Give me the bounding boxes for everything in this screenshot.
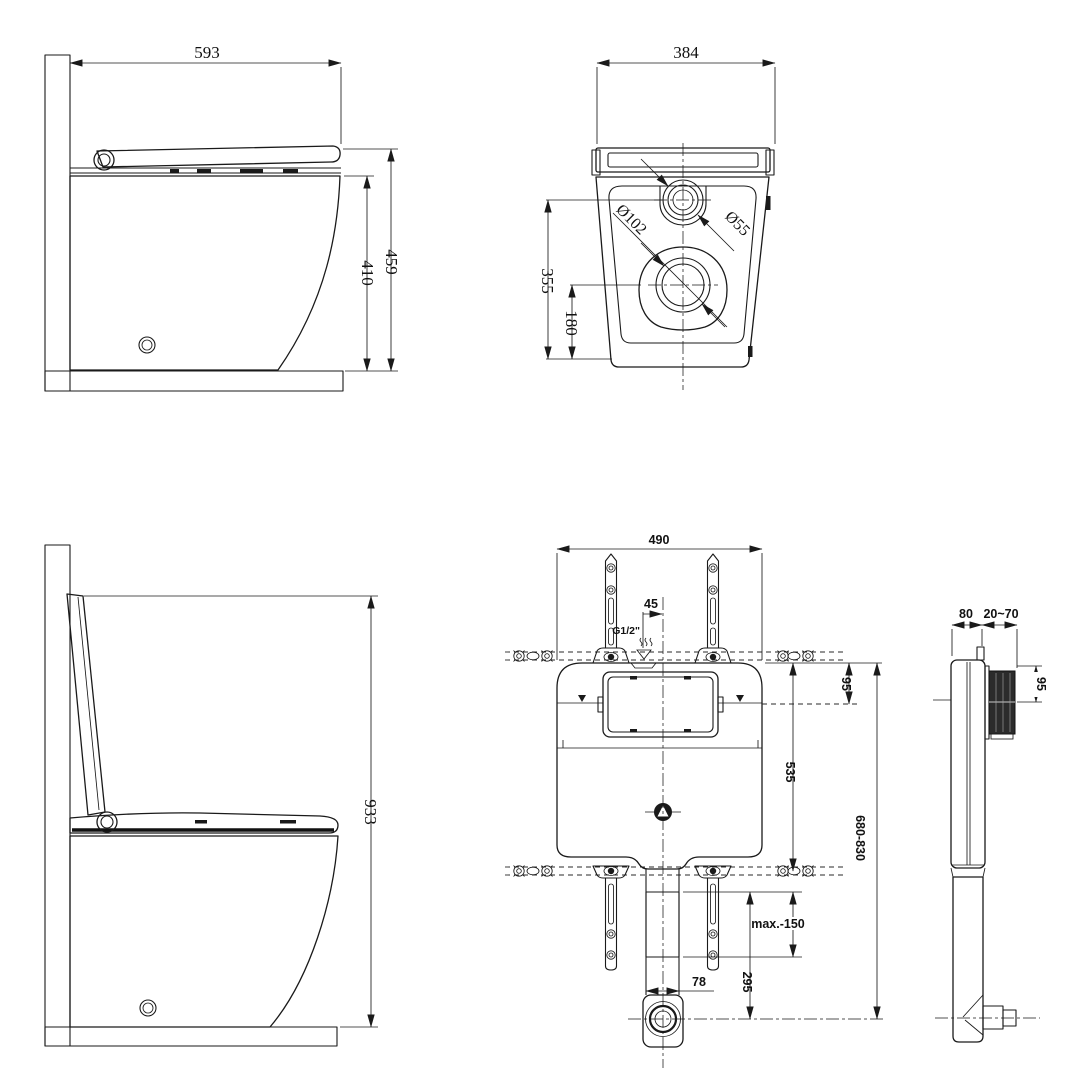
access-panel-inner — [607, 676, 714, 733]
panel-clip — [684, 676, 691, 680]
drain-plug-inner — [141, 339, 153, 351]
dim-355: 355 — [538, 268, 557, 294]
dim-384: 384 — [673, 43, 699, 62]
anchor-band-bottom — [505, 866, 845, 876]
panel-clip — [630, 676, 637, 680]
hinge-inner — [97, 153, 111, 167]
dim-95: 95 — [839, 677, 853, 691]
seat-detail — [283, 169, 298, 173]
dim-180: 180 — [562, 310, 581, 336]
tank-profile — [950, 659, 986, 869]
hinge — [96, 811, 118, 833]
view-side-open: 933 — [44, 544, 380, 1047]
seat-detail — [240, 169, 263, 173]
hinge-inner — [100, 815, 114, 829]
panel-clip — [630, 729, 637, 733]
hinge — [93, 149, 115, 171]
trapway-outline — [638, 246, 728, 331]
dia-arrow-102b — [701, 303, 726, 328]
taper-lines — [950, 867, 986, 878]
dim-535: 535 — [783, 762, 797, 783]
wall-hatch — [44, 54, 71, 392]
inlet-boss — [659, 186, 707, 226]
flush-pipe-cut-zone — [645, 891, 680, 958]
drain-plug — [138, 336, 156, 354]
inner-step — [557, 740, 762, 749]
dia-arrow-102a — [640, 242, 665, 267]
floor-hatch — [44, 1026, 338, 1047]
outlet-stub — [982, 1005, 1004, 1030]
shaft-foot — [990, 733, 1014, 740]
dim-295: 295 — [740, 972, 754, 993]
dim-d102: Ø102 — [613, 201, 650, 238]
inlet-recess — [630, 662, 657, 669]
label-bg — [776, 917, 830, 930]
lid-inner-line — [77, 596, 100, 811]
lid-closed — [96, 145, 341, 168]
seat — [69, 812, 339, 834]
body-clip — [766, 196, 771, 210]
dia-arrow-55a — [640, 158, 669, 187]
mounting-strap-bottom-right — [694, 865, 732, 971]
dim-20-70: 20~70 — [983, 607, 1018, 621]
mounting-strap-top-right — [694, 553, 732, 664]
rear-inner-panel — [608, 185, 757, 344]
mounting-strap-top-left — [592, 553, 630, 664]
dim-g12: G1/2" — [612, 625, 640, 637]
body-clip — [748, 346, 753, 357]
seat-detail — [195, 820, 207, 824]
anchor-band-top — [505, 651, 845, 661]
mounting-strap-bottom-left — [592, 865, 630, 971]
toilet-body — [69, 175, 341, 371]
dim-max150: max.-150 — [751, 917, 805, 931]
view-rear: Ø102 Ø55 384 355 180 — [538, 43, 776, 390]
inlet-stub — [976, 646, 985, 661]
toilet-body — [69, 835, 339, 1028]
dim-78: 78 — [692, 975, 706, 989]
dia-arrow-55b — [697, 214, 735, 252]
dim-593: 593 — [194, 43, 220, 62]
wall-anchors — [513, 650, 814, 877]
rear-body — [595, 176, 770, 368]
panel-tab-left — [597, 696, 604, 713]
dim-45: 45 — [644, 597, 658, 611]
dim-410: 410 — [358, 260, 377, 286]
seat-detail — [280, 820, 296, 824]
dim-490: 490 — [649, 533, 670, 547]
cistern-body — [556, 662, 763, 870]
dim-933: 933 — [361, 799, 380, 825]
wall-hatch — [44, 544, 71, 1047]
drain-plug — [139, 999, 157, 1017]
access-panel — [602, 671, 719, 738]
view-cistern-front: 490 45 G1/2" 95 535 680-830 max.-150 295… — [505, 533, 886, 1068]
view-cistern-side: 80 20~70 95 — [933, 607, 1048, 1043]
water-level-mark — [736, 695, 744, 702]
lid-open — [66, 593, 106, 816]
outlet-bend-lines — [962, 994, 984, 1036]
dim-459: 459 — [382, 249, 401, 275]
seat-detail — [197, 169, 211, 173]
floor-hatch — [44, 370, 344, 392]
dim-680-830: 680-830 — [853, 815, 867, 861]
drain-plug-inner — [142, 1002, 154, 1014]
label-bg — [1027, 672, 1040, 697]
pipe-profile — [952, 876, 984, 1043]
view-side-closed: 593 410 459 — [44, 43, 401, 392]
dim-d55: Ø55 — [721, 208, 753, 240]
panel-clip — [684, 729, 691, 733]
water-supply-icon — [636, 637, 653, 660]
dim-95-side: 95 — [1034, 677, 1048, 691]
panel-tab-right — [717, 696, 724, 713]
dim-80: 80 — [959, 607, 973, 621]
water-level-mark — [578, 695, 586, 702]
seat-detail — [170, 169, 179, 173]
